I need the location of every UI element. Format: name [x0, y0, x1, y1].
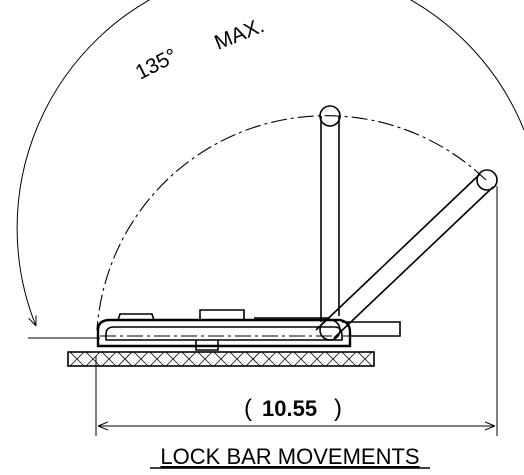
pcb-hatch-line — [325, 351, 341, 367]
pcb-hatch-line — [213, 351, 229, 367]
caption: LOCK BAR MOVEMENTS — [160, 444, 419, 469]
pcb-hatch-line — [165, 351, 181, 367]
swing-path-arc — [96, 115, 487, 331]
pcb-hatch-line — [117, 351, 133, 367]
lock-bar-open — [315, 169, 498, 339]
pcb-hatch-line — [149, 351, 165, 367]
pcb-hatch-line — [181, 351, 197, 367]
pcb-hatch-line — [293, 351, 309, 367]
pcb-hatch-line — [261, 351, 277, 367]
lock-bar-vertical — [319, 105, 341, 322]
dimension-close-paren: ) — [334, 395, 342, 422]
dimension-open-paren: ( — [244, 395, 252, 422]
pcb-hatch-line — [85, 351, 101, 367]
pcb-hatch-line — [357, 351, 373, 367]
pcb-hatch-line — [229, 351, 245, 367]
dimension-value: 10.55 — [262, 396, 317, 421]
socket-body — [96, 309, 401, 351]
pcb-hatch-line — [245, 351, 261, 367]
pcb-hatch-line — [133, 351, 149, 367]
pcb-hatch-line — [69, 351, 85, 367]
pcb-hatch-line — [277, 351, 293, 367]
pcb-hatch-line — [197, 351, 213, 367]
angle-arc — [16, 0, 524, 326]
pcb-hatch-line — [309, 351, 325, 367]
pcb-hatch-line — [341, 351, 357, 367]
pcb-hatch-line — [101, 351, 117, 367]
pcb-board — [67, 351, 375, 367]
angle-label: 135° — [132, 44, 181, 84]
angle-suffix-label: MAX. — [211, 14, 267, 55]
